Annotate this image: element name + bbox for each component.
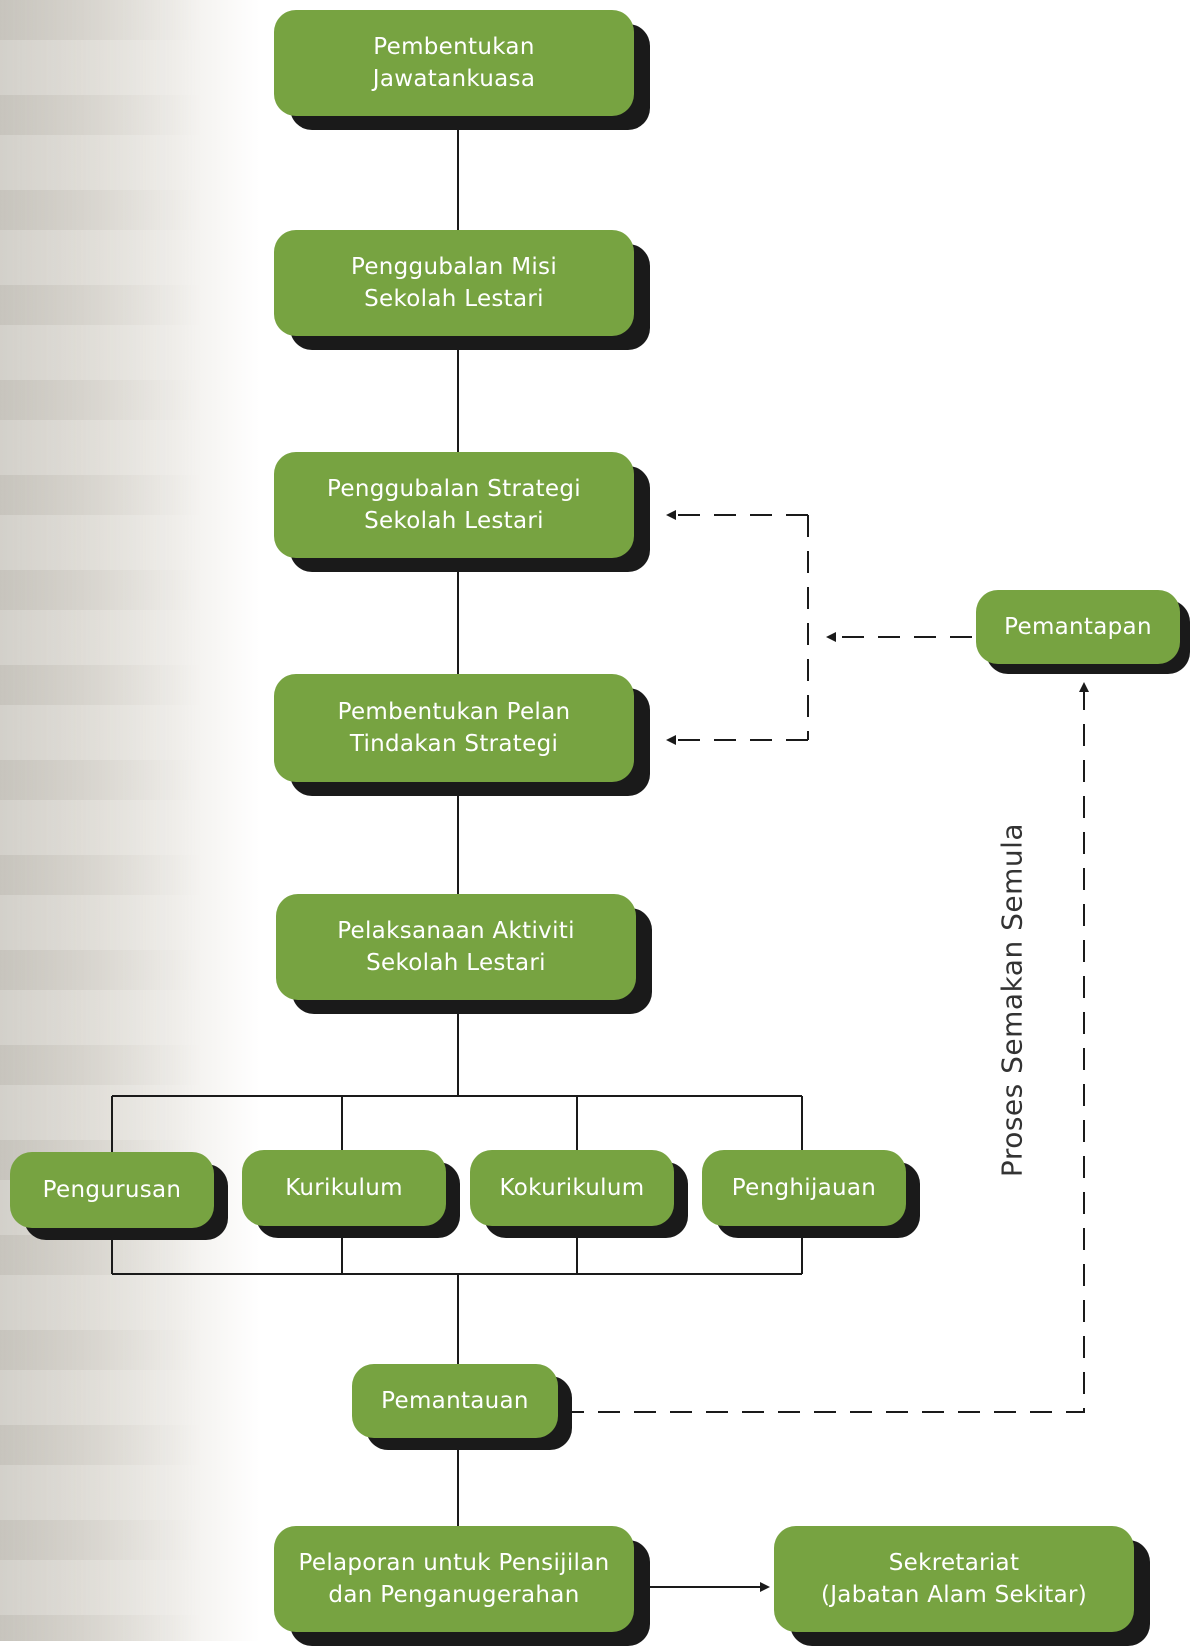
node-pemantauan: Pemantauan xyxy=(352,1364,572,1450)
node-line: Pelaporan untuk Pensijilan xyxy=(298,1550,610,1576)
node-sekretariat: Sekretariat (Jabatan Alam Sekitar) xyxy=(774,1526,1150,1646)
node-line: Jawatankuasa xyxy=(372,66,536,92)
node-line: (Jabatan Alam Sekitar) xyxy=(820,1582,1088,1608)
node-pelaporan: Pelaporan untuk Pensijilan dan Penganuger… xyxy=(274,1526,650,1646)
node-line: Penghijauan xyxy=(731,1175,877,1201)
node-line: Sekolah Lestari xyxy=(366,950,546,976)
node-line: Pembentukan xyxy=(373,34,535,60)
node-line: Sekolah Lestari xyxy=(364,508,544,534)
node-line: Pengurusan xyxy=(42,1177,182,1203)
node-line: Pemantauan xyxy=(381,1388,529,1414)
node-line: Pelaksanaan Aktiviti xyxy=(337,918,575,944)
node-line: Kokurikulum xyxy=(499,1175,645,1201)
node-line: Sekolah Lestari xyxy=(364,286,544,312)
node-kurikulum: Kurikulum xyxy=(242,1150,460,1238)
background-photo xyxy=(0,0,260,1641)
node-line: Pemantapan xyxy=(1004,614,1152,640)
node-line: Penggubalan Strategi xyxy=(327,476,581,502)
node-line: Penggubalan Misi xyxy=(350,254,558,280)
node-penghijauan: Penghijauan xyxy=(702,1150,920,1238)
node-line: Tindakan Strategi xyxy=(349,731,559,757)
node-kokurikulum: Kokurikulum xyxy=(470,1150,688,1238)
node-line: Kurikulum xyxy=(285,1175,403,1201)
node-line: Pembentukan Pelan xyxy=(337,699,571,725)
node-pemantapan: Pemantapan xyxy=(976,590,1190,674)
node-pengurusan: Pengurusan xyxy=(10,1152,228,1240)
background-photo-texture xyxy=(0,0,200,1641)
feedback-label: Proses Semakan Semula xyxy=(995,822,1029,1178)
node-line: dan Penganugerahan xyxy=(328,1582,580,1608)
feedback-line xyxy=(562,682,1089,1413)
node-line: Sekretariat xyxy=(888,1550,1020,1576)
